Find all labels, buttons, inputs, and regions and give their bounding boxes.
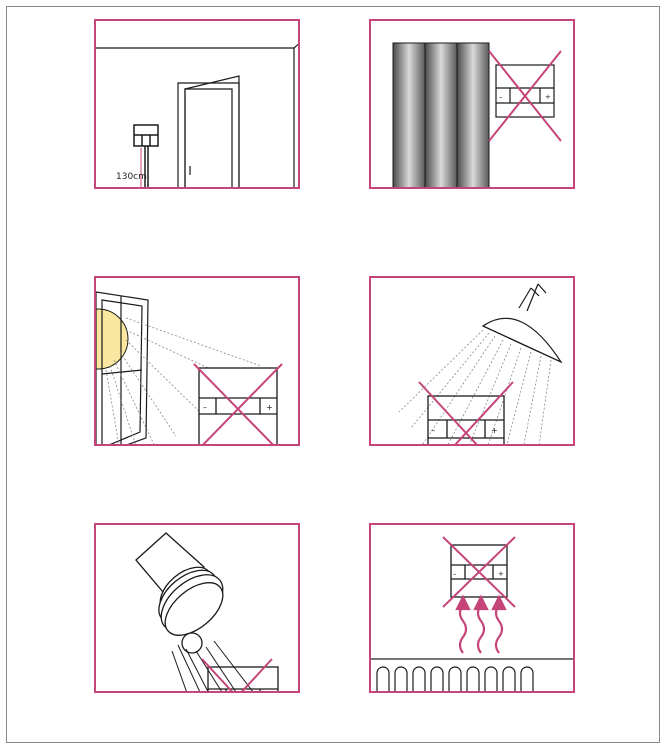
curtain-obstruction-illustration: – +: [392, 42, 562, 187]
thermostat-icon: [450, 544, 508, 598]
thermostat-icon: [427, 395, 505, 444]
shower-water-illustration: – +: [398, 283, 563, 444]
radiator-icon: [371, 658, 573, 691]
panel-door-mounting: 130cm: [94, 19, 300, 189]
light-rays: [171, 640, 253, 691]
thermostat-icon: [198, 367, 278, 444]
thermostat-icon: [207, 666, 279, 691]
thermostat-icon: [495, 64, 555, 118]
sun-icon: [96, 308, 129, 370]
panel-curtain-obstruction: – +: [369, 19, 575, 189]
prohibited-cross: [193, 363, 283, 444]
shower-head-icon: [481, 283, 563, 364]
heat-arrows-icon: [455, 594, 507, 654]
minus-sign: –: [211, 692, 215, 693]
sun-rays: [105, 317, 262, 444]
minus-sign: –: [499, 93, 503, 101]
height-measure-arrow: [140, 148, 142, 187]
panel-window-sunlight: – +: [94, 276, 300, 446]
lamp-icon: [135, 532, 224, 654]
window: [96, 291, 149, 444]
plus-sign: +: [491, 426, 498, 435]
thermostat-icon: [133, 124, 159, 187]
plus-sign: +: [264, 692, 271, 693]
prohibited-cross: [201, 658, 273, 691]
radiator-heat-illustration: – +: [371, 536, 573, 691]
height-label: 130cm: [116, 172, 147, 182]
prohibited-cross: [442, 536, 516, 608]
curtain: [392, 42, 490, 187]
prohibited-cross: [418, 381, 514, 444]
window-sunlight-illustration: – +: [96, 291, 283, 444]
water-spray: [398, 329, 552, 444]
plus-sign: +: [498, 570, 504, 578]
plus-sign: +: [545, 93, 551, 101]
plus-sign: +: [266, 403, 273, 412]
panel-lamp-heat: – +: [94, 523, 300, 693]
door-mounting-illustration: [96, 43, 298, 187]
instruction-sheet: 130cm – +: [6, 6, 660, 743]
panel-radiator-heat: – +: [369, 523, 575, 693]
minus-sign: –: [453, 570, 457, 578]
minus-sign: –: [203, 403, 207, 412]
prohibited-cross: [488, 50, 562, 142]
minus-sign: –: [431, 426, 435, 435]
lamp-heat-illustration: – +: [135, 532, 279, 693]
panel-shower-water: – +: [369, 276, 575, 446]
